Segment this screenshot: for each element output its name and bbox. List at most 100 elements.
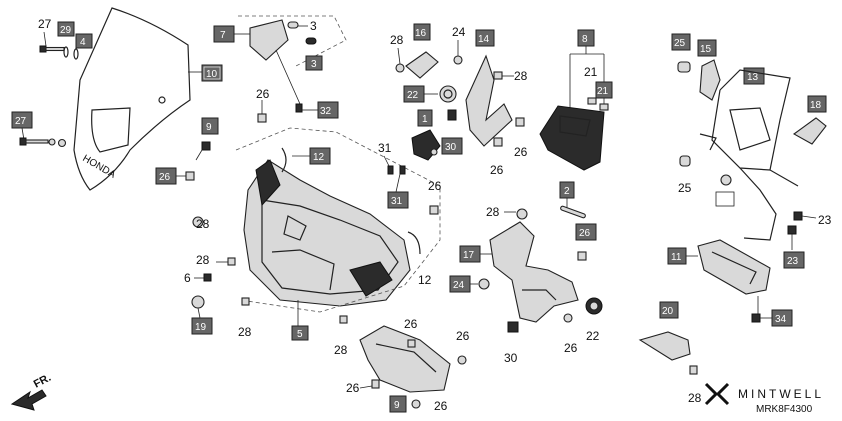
callout-l3b: 3	[311, 59, 317, 70]
diagram-shape	[389, 395, 407, 413]
diagram-shape	[475, 29, 495, 47]
box-label-13: 13	[743, 67, 765, 85]
diagram-shape	[595, 81, 613, 99]
diagram-shape	[522, 289, 557, 301]
callout-l9: 9	[394, 400, 400, 411]
callout-l26h: 26	[490, 163, 504, 177]
box-label-19: 19	[191, 317, 213, 335]
box-label-21: 21	[595, 81, 613, 99]
windscreen-logo: HONDA	[81, 153, 118, 181]
callout-l24a: 24	[452, 25, 466, 39]
diagram-shape	[25, 139, 49, 144]
diagram-shape	[317, 101, 339, 119]
callout-l34: 34	[775, 314, 787, 325]
hose-12-lower	[407, 231, 421, 255]
diagram-shape	[73, 7, 191, 191]
diagram-shape	[771, 309, 793, 327]
upper-cowl	[243, 159, 411, 307]
box-label-3: 3	[305, 55, 323, 71]
diagram-shape	[465, 54, 513, 147]
box-label-26-mid: 26	[575, 223, 597, 241]
diagram-shape	[203, 273, 212, 282]
callout-l28b: 28	[196, 253, 210, 267]
diagram-shape	[235, 127, 441, 313]
callout-l28c: 28	[238, 325, 252, 339]
diagram-shape	[349, 261, 393, 297]
diagram-shape	[399, 165, 406, 175]
callout-l26k: 26	[564, 341, 578, 355]
diagram-shape	[411, 129, 441, 161]
diagram-shape	[271, 249, 335, 291]
callout-l6: 6	[184, 271, 191, 285]
bracket-17	[489, 221, 579, 323]
callout-l18: 18	[810, 100, 822, 111]
diagram-shape	[191, 295, 205, 309]
diagram-shape	[387, 191, 409, 209]
diagram-shape	[11, 111, 33, 129]
diagram-shape	[697, 239, 771, 295]
diagram-shape	[441, 137, 463, 155]
callout-l25a: 25	[674, 38, 686, 49]
diagram-shape	[305, 55, 323, 71]
diagram-shape	[73, 48, 79, 60]
diagram-shape	[397, 47, 401, 65]
callout-l22a: 22	[407, 90, 419, 101]
diagram-shape	[227, 257, 236, 266]
box-label-20: 20	[659, 301, 679, 319]
meter-cover-8	[539, 105, 605, 171]
callout-l7: 7	[220, 30, 226, 41]
callout-l28h: 28	[514, 69, 528, 83]
diagram-shape	[751, 313, 761, 323]
callout-l24b: 24	[453, 280, 465, 291]
box-label-4: 4	[75, 33, 93, 49]
diagram-shape	[203, 66, 221, 80]
diagram-shape	[429, 205, 439, 215]
clip-16	[405, 51, 439, 79]
box-label-23: 23	[783, 251, 805, 269]
diagram-shape	[793, 211, 803, 221]
diagram-shape	[57, 21, 75, 37]
box-label-22: 22	[403, 85, 425, 103]
box-label-1: 1	[417, 109, 433, 127]
box-label-8: 8	[577, 29, 595, 47]
box-label-18: 18	[807, 95, 827, 113]
diagram-shape	[493, 71, 503, 80]
mintwell-logo: MINTWELL MRK8F4300	[704, 382, 821, 415]
box-label-2: 2	[559, 181, 575, 199]
diagram-shape	[10, 389, 47, 411]
callout-l13: 13	[747, 72, 759, 83]
callout-l12b: 12	[418, 273, 432, 287]
box-label-32: 32	[317, 101, 339, 119]
diagram-shape	[201, 141, 211, 151]
box-label-27-left: 27	[11, 111, 33, 129]
callout-l31b: 31	[391, 196, 403, 207]
diagram-shape	[577, 251, 587, 261]
plate-18	[792, 117, 827, 145]
diagram-shape	[447, 109, 457, 121]
diagram-shape	[689, 365, 698, 375]
label-28-mid: 28	[196, 217, 210, 231]
diagram-shape	[407, 339, 416, 348]
callout-l20: 20	[662, 306, 674, 317]
bracket-20	[638, 331, 691, 361]
bracket-7	[249, 19, 289, 61]
diagram-shape	[439, 85, 457, 103]
diagram-shape	[677, 61, 691, 73]
callout-l26f: 26	[434, 399, 448, 413]
callout-l15: 15	[700, 44, 712, 55]
diagram-shape	[599, 103, 609, 111]
callout-l21a: 21	[584, 65, 598, 79]
callout-l14: 14	[478, 34, 490, 45]
diagram-shape	[375, 343, 437, 373]
box-label-15: 15	[697, 39, 717, 57]
diagram-shape	[516, 208, 528, 220]
callout-l2: 2	[564, 186, 570, 197]
callout-l19: 19	[195, 322, 207, 333]
diagram-shape	[493, 137, 503, 147]
callout-l29: 29	[60, 25, 72, 36]
diagram-shape	[309, 147, 331, 165]
callout-direction: FR.	[32, 372, 53, 391]
blank-callout	[715, 191, 735, 207]
box-label-14: 14	[475, 29, 495, 47]
